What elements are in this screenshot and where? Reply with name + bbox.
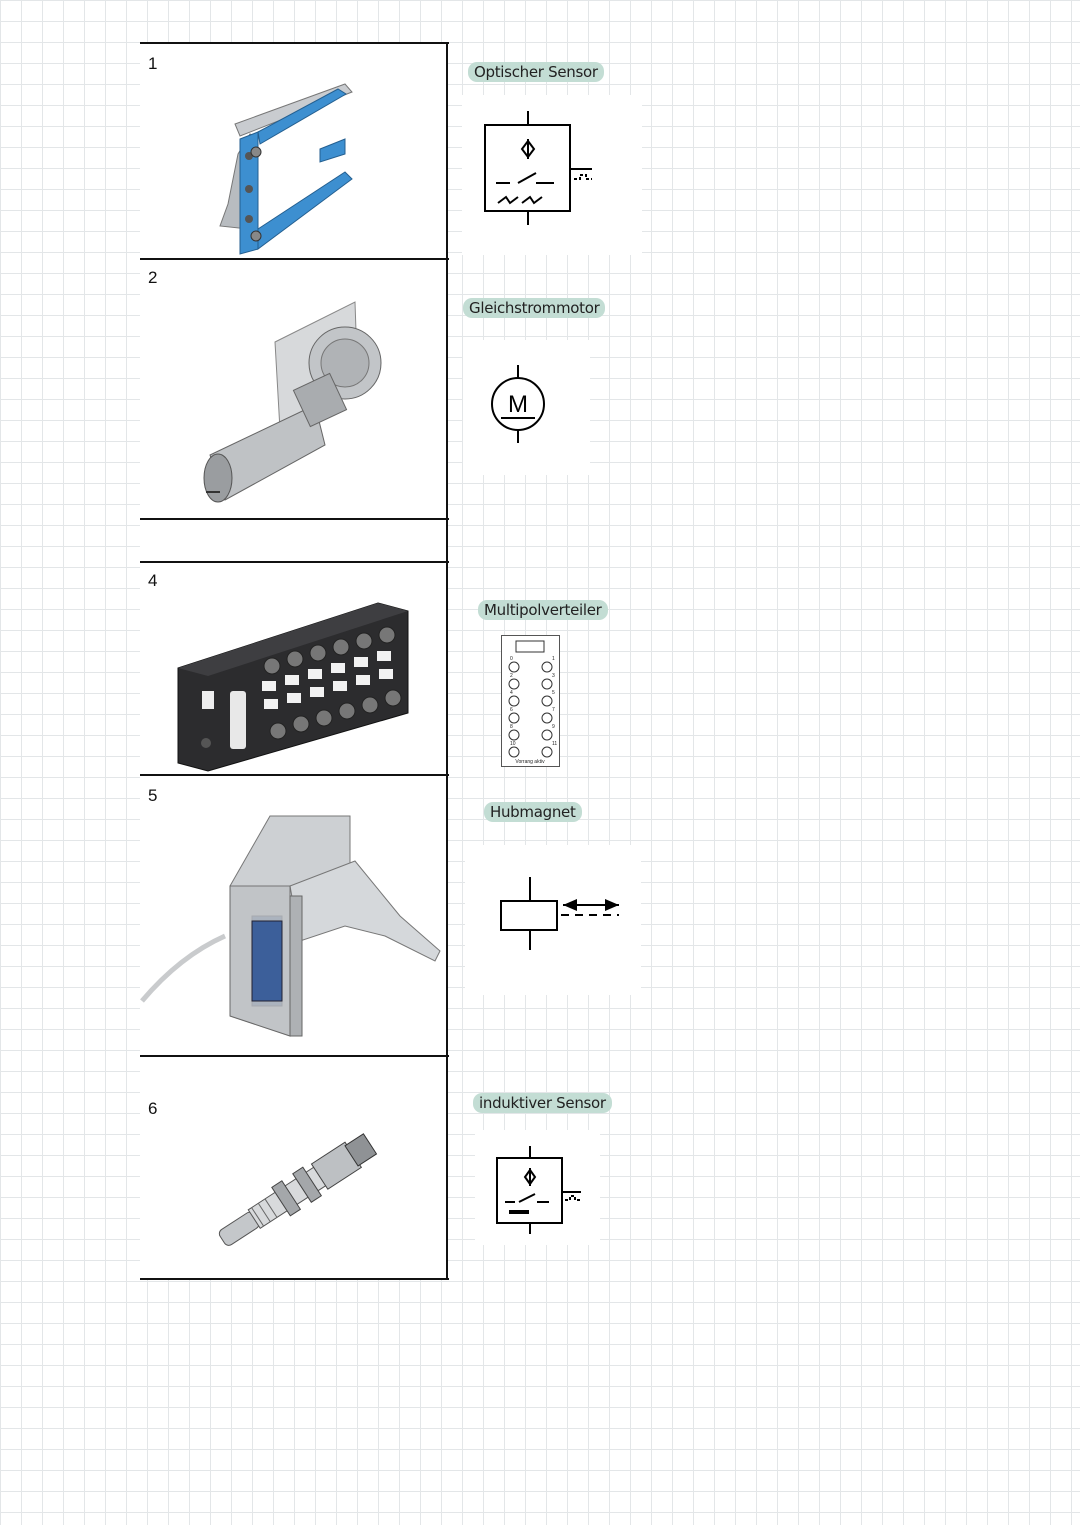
svg-text:2: 2	[510, 673, 513, 679]
row-number: 2	[148, 268, 158, 287]
label-induktiver-sensor: induktiver Sensor	[473, 1093, 612, 1113]
cell-row-4: 4	[140, 563, 446, 774]
row-divider	[140, 518, 449, 520]
lifting-solenoid-photo	[140, 815, 441, 1037]
label-optischer-sensor: Optischer Sensor	[468, 62, 604, 82]
svg-text:11: 11	[552, 741, 557, 747]
cell-row-6: 6	[140, 1057, 446, 1278]
table-bottom-border	[140, 1278, 449, 1280]
svg-text:9: 9	[552, 724, 555, 730]
multipole-caption: Vorrang aktiv	[515, 759, 545, 765]
multipole-distributor-photo	[177, 602, 409, 772]
inductive-sensor-symbol	[475, 1130, 600, 1245]
dc-gear-motor-photo	[203, 301, 382, 503]
svg-text:4: 4	[510, 690, 513, 696]
svg-text:3: 3	[552, 673, 555, 679]
svg-text:5: 5	[552, 690, 555, 696]
svg-text:8: 8	[510, 724, 513, 730]
row-divider	[140, 258, 449, 260]
row-divider	[140, 1055, 449, 1057]
svg-text:10: 10	[510, 741, 516, 747]
label-gleichstrommotor: Gleichstrommotor	[463, 298, 606, 318]
table-right-border	[446, 42, 448, 1280]
motor-letter: M	[508, 391, 528, 418]
row-number: 4	[148, 571, 158, 590]
svg-text:1: 1	[552, 656, 555, 662]
label-hubmagnet: Hubmagnet	[484, 802, 582, 822]
svg-text:0: 0	[510, 656, 513, 662]
svg-text:7: 7	[552, 707, 555, 713]
cell-row-1: 1	[140, 44, 446, 258]
table-top-border	[140, 42, 449, 44]
row-divider	[140, 774, 449, 776]
cell-row-3	[140, 520, 446, 561]
fork-light-barrier-photo	[219, 83, 353, 255]
optical-sensor-symbol	[462, 95, 642, 255]
row-number: 1	[148, 54, 158, 73]
row-number: 6	[148, 1099, 158, 1118]
svg-text:6: 6	[510, 707, 513, 713]
cell-row-2: 2	[140, 260, 446, 518]
row-divider	[140, 561, 449, 563]
inductive-sensor-photo	[218, 1133, 378, 1246]
solenoid-symbol	[465, 845, 641, 995]
cell-row-5: 5	[140, 776, 446, 1055]
label-multipolverteiler: Multipolverteiler	[478, 600, 608, 620]
multipole-distributor-symbol: 0 1 2 3 4 5 6 7 8 9 10 11 Vorrang aktiv	[501, 635, 560, 767]
row-number: 5	[148, 786, 158, 805]
motor-symbol: M	[463, 340, 590, 475]
component-table: 1 2 4	[140, 42, 449, 1280]
